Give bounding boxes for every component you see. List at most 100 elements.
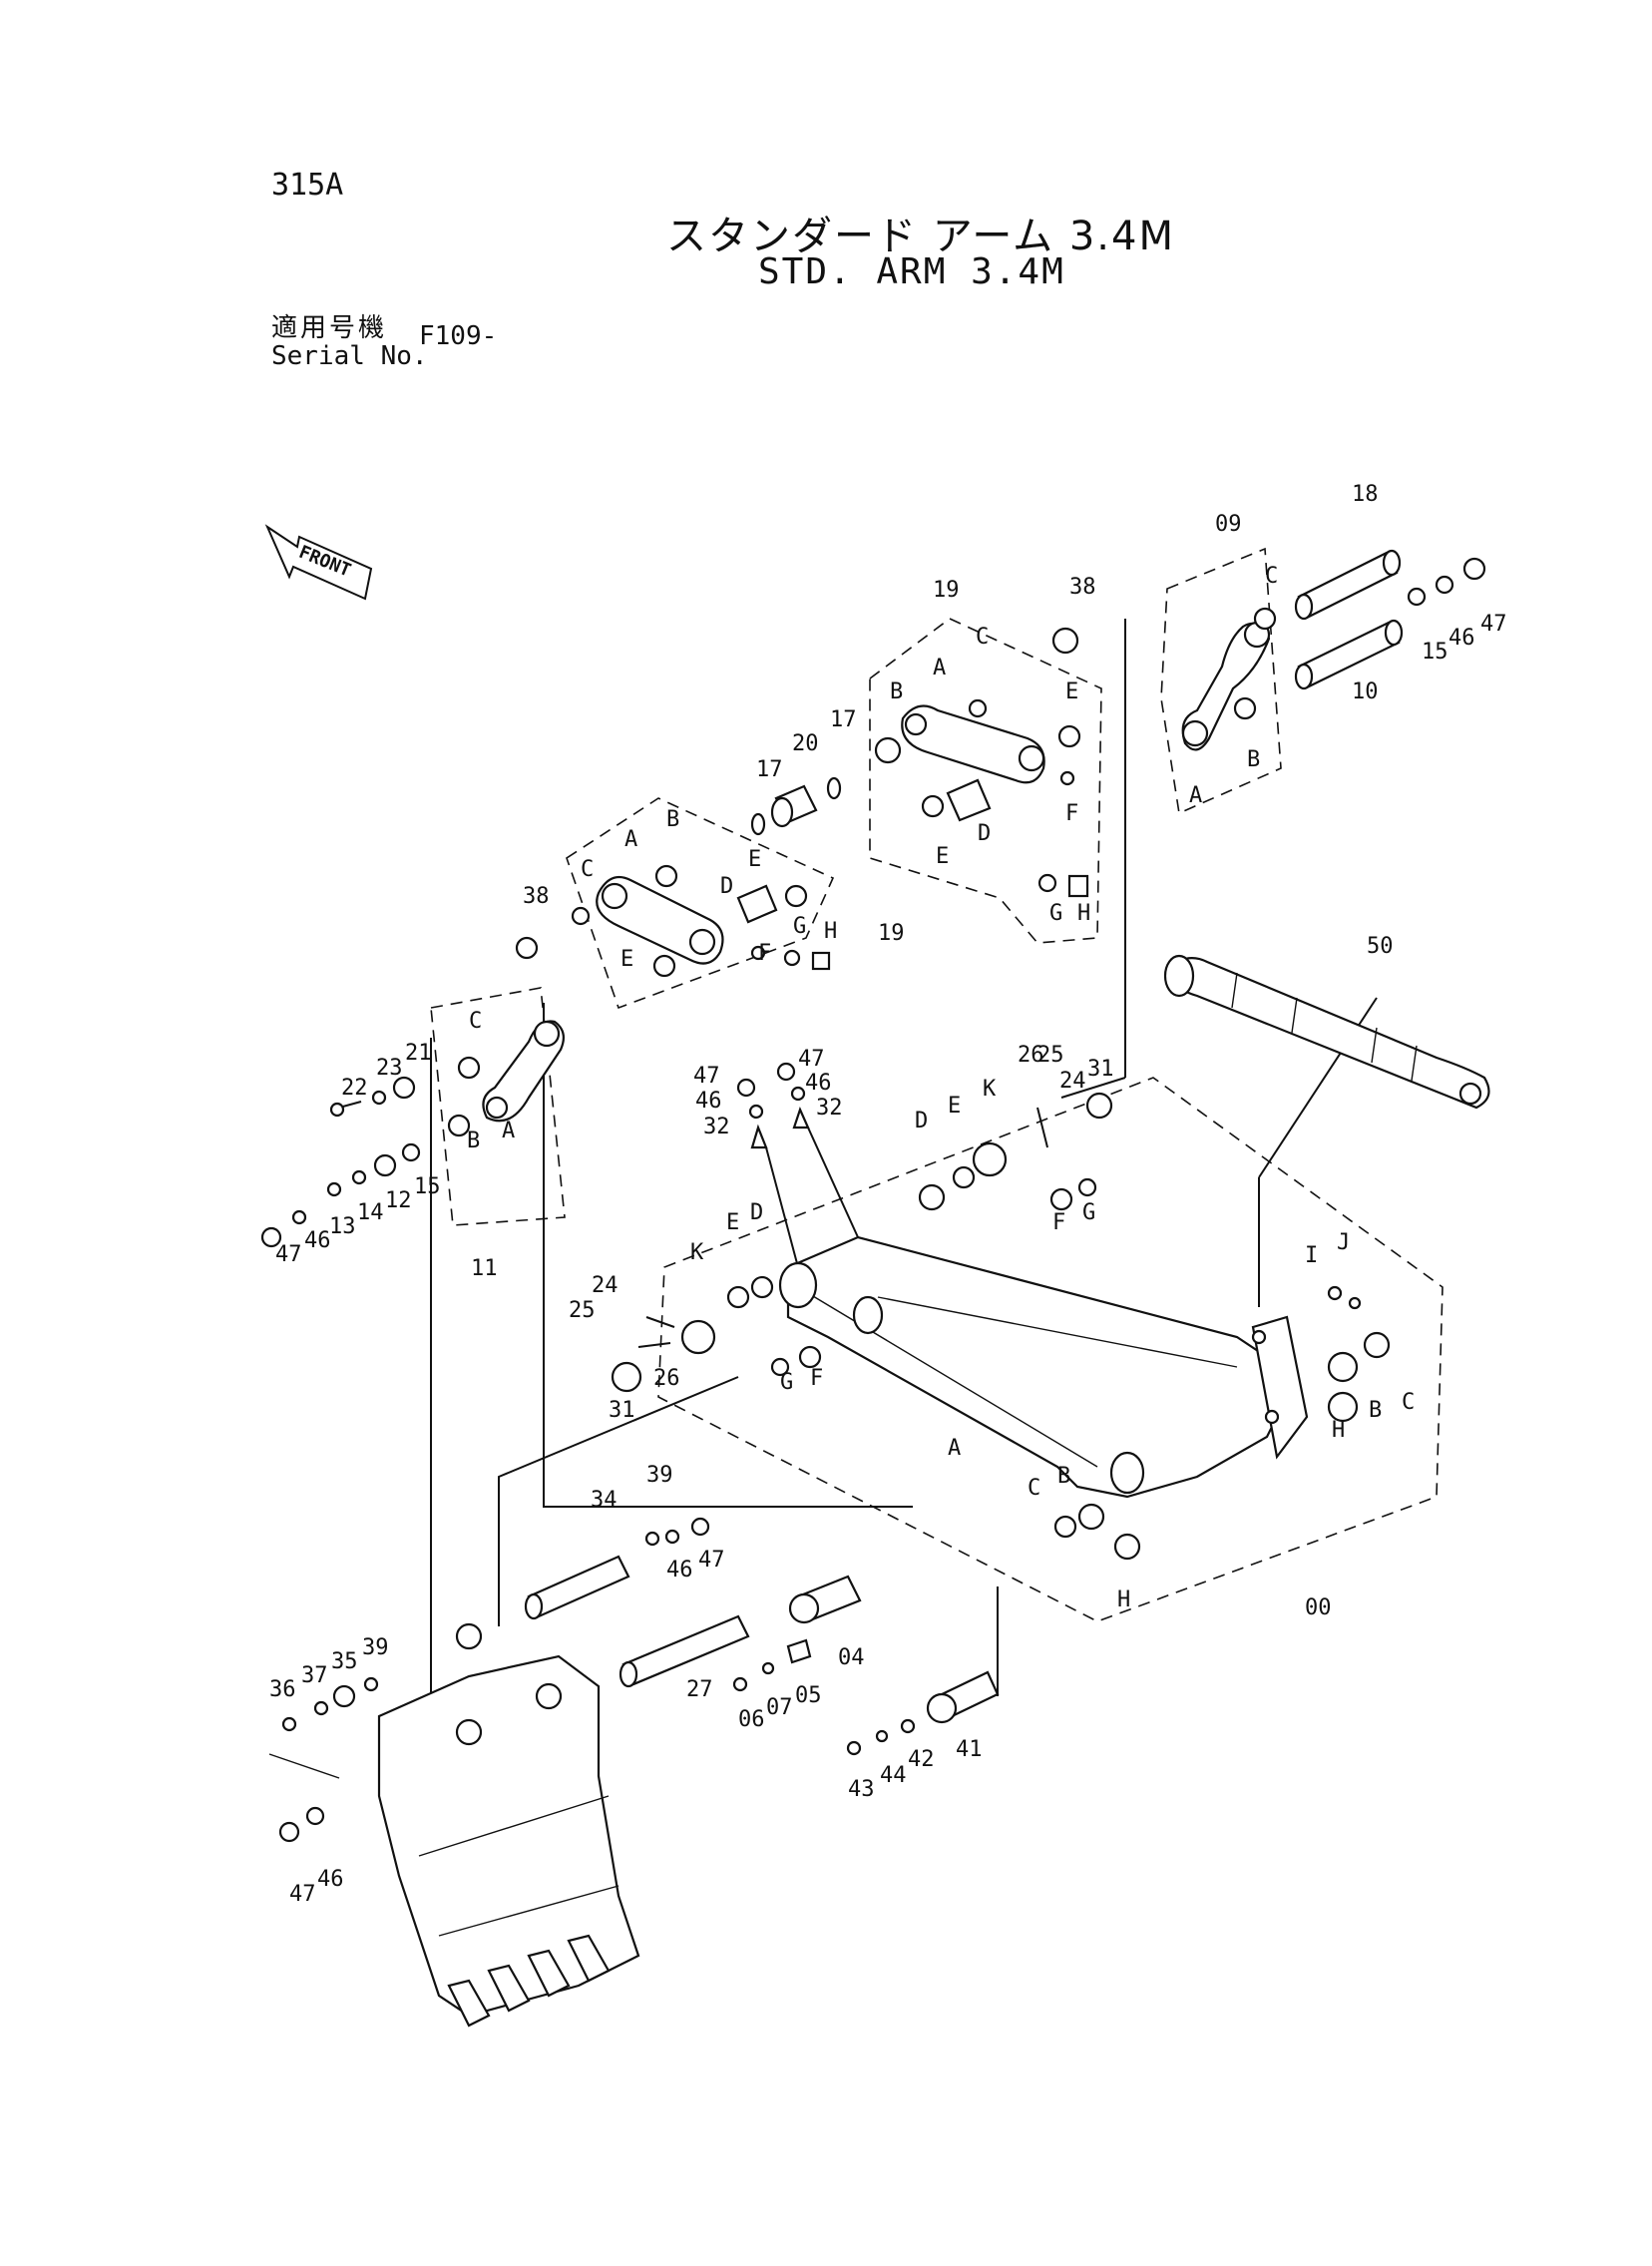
grease-cap-47 [736,1078,756,1098]
pin-04 [732,1575,862,1692]
callout-label: 05 [795,1683,822,1708]
callout-label: 42 [908,1747,935,1772]
assembly-09-outline [1160,547,1282,815]
pin-10 [1294,619,1404,690]
callout-label: 38 [523,884,550,909]
callout-label: 46 [666,1558,693,1583]
callout-label: C [976,625,989,650]
callout-label: 22 [341,1076,368,1101]
callout-label: A [1189,783,1202,808]
callout-label: E [748,847,761,872]
callout-label: G [1082,1200,1095,1225]
bolt-15 [1407,587,1427,607]
callout-label: K [690,1240,704,1265]
link-19-lower [515,864,831,978]
callout-label: F [758,941,771,966]
callout-label: 31 [609,1398,635,1423]
bushing-20 [750,776,842,836]
assembly-19-lower-outline [566,797,835,1010]
callout-label: E [620,947,633,972]
washer-46 [1435,575,1454,595]
callout-label: B [467,1129,480,1153]
callout-label: B [1247,747,1260,772]
callout-label: 39 [646,1463,673,1488]
pin-27 [619,1614,750,1688]
callout-label: 46 [805,1071,832,1096]
callout-label: 46 [1448,626,1475,651]
callout-label: 32 [816,1096,843,1121]
callout-label: 07 [766,1695,793,1720]
title-english: STD. ARM 3.4M [758,251,1065,292]
callout-label: C [1265,564,1278,589]
assembly-19-upper-outline [869,618,1102,944]
callout-label: 39 [362,1635,389,1660]
callout-label: 09 [1215,512,1242,537]
callout-label: 46 [304,1228,331,1253]
callout-label: 47 [798,1047,825,1072]
nut-47 [1462,557,1486,581]
callout-label: D [915,1109,928,1133]
callout-label: C [469,1009,482,1034]
callout-label: 36 [269,1677,296,1702]
callout-label: D [750,1200,763,1225]
callout-label: 23 [376,1056,403,1081]
callout-label: 38 [1069,575,1096,600]
serial-value: F109- [419,321,498,351]
callout-label: 19 [878,921,905,946]
callout-label: 18 [1352,482,1379,507]
cylinder-50 [1163,954,1490,1110]
callout-label: 11 [471,1256,498,1281]
callout-label: 25 [1037,1043,1064,1068]
assembly-11-outline [430,987,566,1226]
callout-label: 12 [385,1188,412,1213]
callout-label: 32 [703,1115,730,1139]
callout-label: 24 [1059,1069,1086,1094]
callout-label: 17 [756,757,783,782]
callout-label: A [933,656,946,680]
callout-label: 50 [1367,934,1394,959]
callout-label: 00 [1305,1595,1332,1620]
callout-label: 26 [1018,1043,1044,1068]
serial-label-japanese: 適用号機 [271,313,388,343]
link-19-upper [874,627,1089,898]
callout-label: 47 [275,1242,302,1267]
callout-label: E [726,1210,739,1235]
callout-label: G [780,1370,793,1395]
grease-ring-46 [748,1104,764,1120]
callout-label: 34 [591,1488,618,1513]
callout-label: 27 [686,1677,713,1702]
callout-label: A [948,1436,961,1461]
callout-label: F [1052,1210,1065,1235]
callout-label: E [1065,680,1078,704]
callout-label: H [824,919,837,944]
callout-label: 06 [738,1707,765,1732]
callout-label: 44 [880,1763,907,1788]
callout-label: 43 [848,1777,875,1802]
callout-label: C [581,857,594,882]
callout-label: B [666,807,679,832]
callout-label: 46 [317,1867,344,1892]
pin-41 [846,1670,1000,1756]
callout-label: C [1402,1390,1415,1415]
callout-label: 31 [1087,1057,1114,1082]
callout-label: 13 [329,1214,356,1239]
grease-nipple-32 [750,1124,768,1149]
callout-label: 47 [1480,612,1507,637]
callout-label: 35 [331,1649,358,1674]
link-09 [1181,607,1277,751]
callout-label: K [983,1077,997,1102]
front-arrow: FRONT [264,524,373,601]
callout-label: 14 [357,1200,384,1225]
callout-label: A [624,827,637,852]
link-11 [260,1020,566,1248]
pin-34 [524,1517,710,1620]
callout-label: 15 [1422,640,1448,665]
callout-label: C [1028,1476,1040,1501]
lower-joint-parts [611,1275,822,1393]
callout-label: J [1337,1230,1350,1255]
callout-label: A [502,1119,515,1143]
callout-label: 41 [956,1737,983,1762]
callout-label: 47 [698,1548,725,1573]
callout-label: 46 [695,1089,722,1114]
